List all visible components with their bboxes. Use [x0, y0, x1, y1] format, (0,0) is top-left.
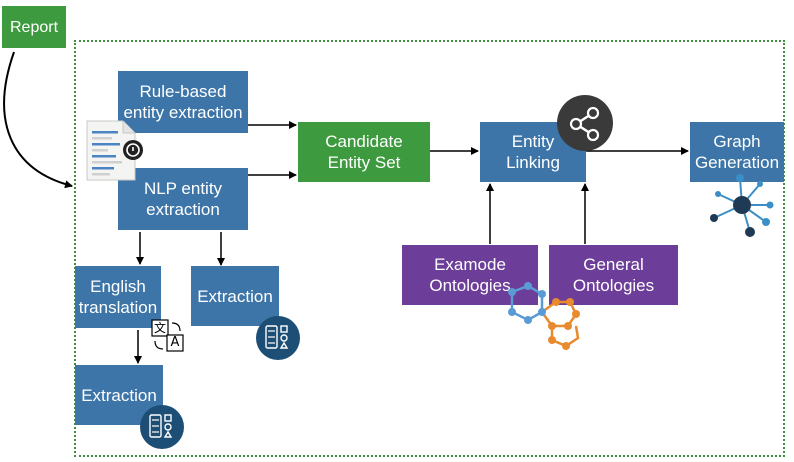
translate-glyph-target: A [170, 335, 180, 350]
examode-ontologies-box: Examode Ontologies [402, 245, 538, 305]
report-label: Report [2, 6, 66, 48]
nlp-entity-extraction-box: NLP entity extraction [118, 168, 248, 230]
arrow-report-to-frame [3, 51, 73, 189]
document-icon [86, 120, 143, 181]
english-translation-box: English translation [75, 266, 161, 328]
extraction-box-right: Extraction [191, 266, 279, 326]
translate-glyph-source: 文 [153, 321, 166, 335]
network-graph-icon [710, 174, 774, 237]
extraction-shapes-icon-bottom [140, 405, 184, 449]
share-icon [557, 95, 613, 151]
candidate-entity-set-box: Candidate Entity Set [298, 122, 430, 182]
general-ontologies-box: General Ontologies [549, 245, 678, 305]
extraction-shapes-icon [256, 316, 300, 360]
extraction-box-bottom: Extraction [75, 365, 163, 425]
pipeline-frame [74, 40, 785, 457]
translate-icon: 文 A [150, 318, 186, 354]
ontology-molecule-icon [508, 282, 580, 350]
graph-generation-box: Graph Generation [690, 122, 784, 182]
rule-based-extraction-box: Rule-based entity extraction [118, 71, 248, 133]
translate-arrows-icon [151, 319, 184, 352]
